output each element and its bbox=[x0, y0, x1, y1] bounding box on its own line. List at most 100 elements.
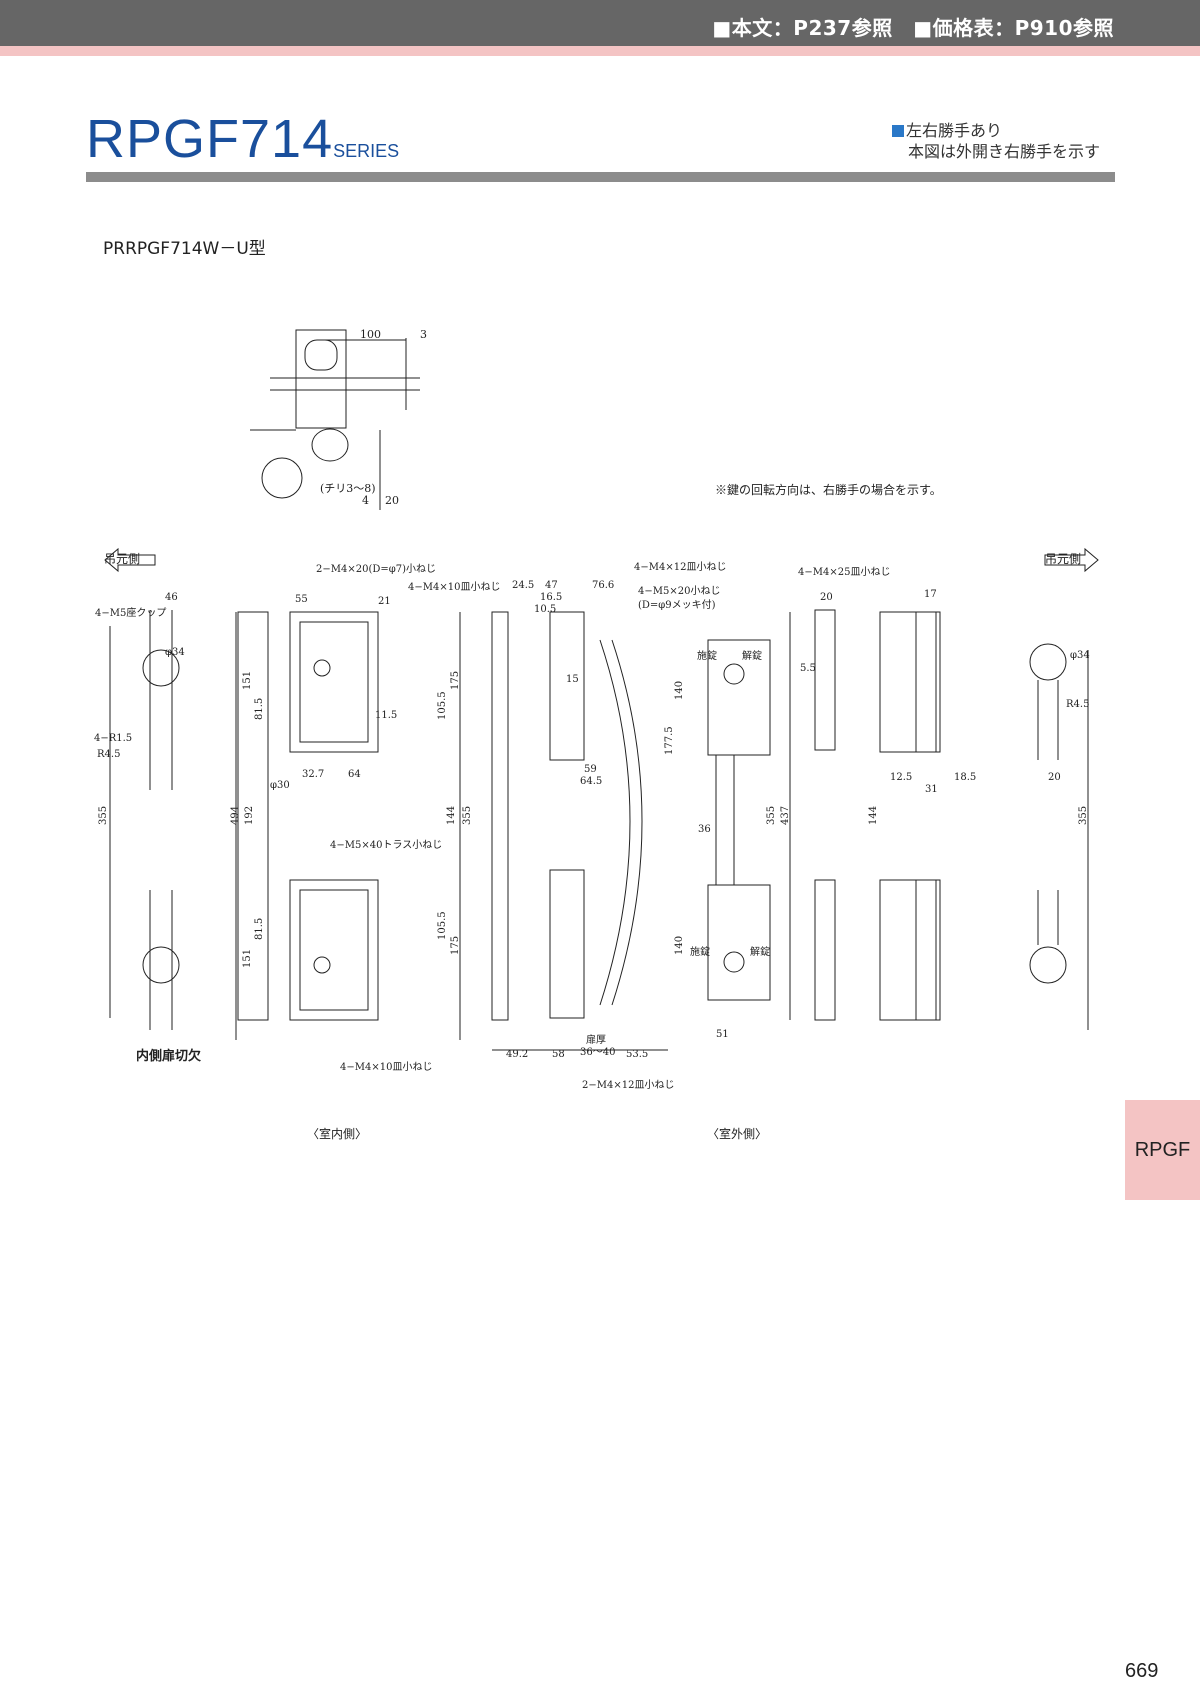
callout-screw-g: 2−M4×12皿小ねじ bbox=[582, 1079, 674, 1091]
dim-51: 51 bbox=[716, 1029, 729, 1040]
dim-144-indoor: 144 bbox=[446, 806, 457, 825]
cutout-bottom-hole bbox=[142, 946, 180, 984]
callout-r45-left: R4.5 bbox=[97, 749, 120, 760]
hinge-right-label: 吊元側 bbox=[1045, 552, 1081, 566]
callout-screw-f: 4−M4×10皿小ねじ bbox=[340, 1061, 432, 1073]
dim-10-5: 10.5 bbox=[534, 604, 556, 615]
callout-door-thickness: 扉厚 bbox=[586, 1033, 606, 1046]
dim-355-indoor: 355 bbox=[462, 806, 473, 825]
dim-175-bottom: 175 bbox=[450, 936, 461, 955]
dim-36-40: 36〜40 bbox=[580, 1047, 615, 1058]
indoor-bottom-inner bbox=[299, 889, 369, 1011]
side-door-leaf bbox=[491, 611, 509, 1021]
dim-phi34-left: φ34 bbox=[165, 647, 185, 658]
technical-drawing: 100 3 (チリ3〜8) 4 20 ※鍵の回転方向は、右勝手の場合を示す。 吊… bbox=[94, 328, 1099, 1141]
dim-437: 437 bbox=[780, 806, 791, 825]
dim-177-5: 177.5 bbox=[664, 726, 675, 755]
dim-105-5-top: 105.5 bbox=[437, 691, 448, 720]
dim-15: 15 bbox=[566, 674, 579, 685]
callout-screw-e: 4−M4×25皿小ねじ bbox=[798, 566, 890, 578]
plan-view-knob bbox=[304, 339, 338, 371]
hinge-right-arrow-icon bbox=[1044, 547, 1099, 573]
dim-49-2: 49.2 bbox=[506, 1049, 528, 1060]
hinge-left-label: 吊元側 bbox=[104, 552, 140, 566]
dim-16-5: 16.5 bbox=[540, 592, 562, 603]
side-handle-curve bbox=[599, 639, 631, 1006]
dim-20: 20 bbox=[385, 494, 399, 507]
dim-175-top: 175 bbox=[450, 671, 461, 690]
indoor-top-body bbox=[289, 611, 379, 753]
dim-58: 58 bbox=[552, 1049, 565, 1060]
strike-bottom-large bbox=[879, 879, 941, 1021]
dim-18-5: 18.5 bbox=[954, 772, 976, 783]
dim-140-top: 140 bbox=[674, 681, 685, 700]
label-lock-bottom: 解錠 bbox=[750, 945, 770, 958]
series-title-suffix: SERIES bbox=[333, 141, 400, 161]
dim-46-top: 46 bbox=[165, 592, 178, 603]
dim-20-right: 20 bbox=[1048, 772, 1061, 783]
strike-bottom-inner bbox=[915, 879, 937, 1021]
side-top-lock bbox=[549, 611, 585, 761]
plan-view-swing-circle bbox=[261, 457, 303, 499]
strike-bottom-small bbox=[814, 879, 836, 1021]
indoor-top-knob bbox=[313, 659, 331, 677]
callout-screw-d: 4−M5×20小ねじ bbox=[638, 585, 720, 597]
dim-105-5-bottom: 105.5 bbox=[437, 911, 448, 940]
indoor-bottom-body bbox=[289, 879, 379, 1021]
dim-31: 31 bbox=[925, 784, 938, 795]
plan-view-body bbox=[295, 329, 347, 429]
outdoor-bottom-cylinder bbox=[723, 951, 745, 973]
dim-76-6: 76.6 bbox=[592, 580, 614, 591]
dim-3: 3 bbox=[420, 328, 427, 341]
callout-truss: 4−M5×40トラス小ねじ bbox=[330, 839, 442, 851]
dim-21: 21 bbox=[378, 596, 391, 607]
strike-top-inner bbox=[915, 611, 937, 753]
dim-140-bottom: 140 bbox=[674, 936, 685, 955]
callout-r45-right: R4.5 bbox=[1066, 699, 1089, 710]
side-bottom-lock bbox=[549, 869, 585, 1019]
dim-24-5: 24.5 bbox=[512, 580, 534, 591]
label-lock-top: 解錠 bbox=[742, 649, 762, 662]
title-rule bbox=[86, 172, 1115, 182]
dim-355-left: 355 bbox=[98, 806, 109, 825]
side-index-tab: RPGF bbox=[1125, 1100, 1200, 1200]
outdoor-top-escutcheon bbox=[707, 639, 771, 756]
dim-53-5: 53.5 bbox=[626, 1049, 648, 1060]
outdoor-top-cylinder bbox=[723, 663, 745, 685]
callout-screw-b: 4−M4×10皿小ねじ bbox=[408, 581, 500, 593]
side-handle-curve-2 bbox=[611, 639, 643, 1006]
dim-11-5: 11.5 bbox=[375, 710, 397, 721]
note-square-icon bbox=[892, 125, 904, 137]
callout-cap: 4−M5座クップ bbox=[95, 606, 166, 619]
label-unlock-bottom: 施錠 bbox=[690, 945, 710, 958]
strike-top-small bbox=[814, 609, 836, 751]
dim-12-5: 12.5 bbox=[890, 772, 912, 783]
dim-20-strike: 20 bbox=[820, 592, 833, 603]
dim-151-top: 151 bbox=[242, 671, 253, 690]
dim-5-5: 5.5 bbox=[800, 663, 816, 674]
dim-100: 100 bbox=[360, 328, 381, 341]
callout-screw-c: 4−M4×12皿小ねじ bbox=[634, 561, 726, 573]
series-title-main: RPGF714 bbox=[86, 109, 334, 169]
hinge-left-arrow-icon bbox=[104, 547, 156, 573]
dim-64-5: 64.5 bbox=[580, 776, 602, 787]
indoor-top-inner bbox=[299, 621, 369, 743]
indoor-bottom-knob bbox=[313, 956, 331, 974]
label-unlock-top: 施錠 bbox=[697, 649, 717, 662]
strike-top-large bbox=[879, 611, 941, 753]
handedness-note: 左右勝手あり 本図は外開き右勝手を示す bbox=[892, 120, 1100, 162]
callout-screw-a: 2−M4×20(D=φ7)小ねじ bbox=[316, 563, 436, 575]
dim-17: 17 bbox=[924, 589, 937, 600]
dim-144-strike: 144 bbox=[868, 806, 879, 825]
dim-355-right: 355 bbox=[1078, 806, 1089, 825]
indoor-side-label: 〈室内側〉 bbox=[307, 1126, 367, 1141]
dim-355-outdoor: 355 bbox=[766, 806, 777, 825]
dim-59: 59 bbox=[584, 764, 597, 775]
side-index-tab-label: RPGF bbox=[1134, 1138, 1191, 1161]
plan-view-cylinder bbox=[311, 428, 349, 462]
dim-55: 55 bbox=[295, 594, 308, 605]
dim-phi30: φ30 bbox=[270, 780, 290, 791]
dim-64: 64 bbox=[348, 769, 361, 780]
note-line-1: 左右勝手あり bbox=[906, 121, 1003, 140]
dim-81-5-top: 81.5 bbox=[254, 698, 265, 720]
